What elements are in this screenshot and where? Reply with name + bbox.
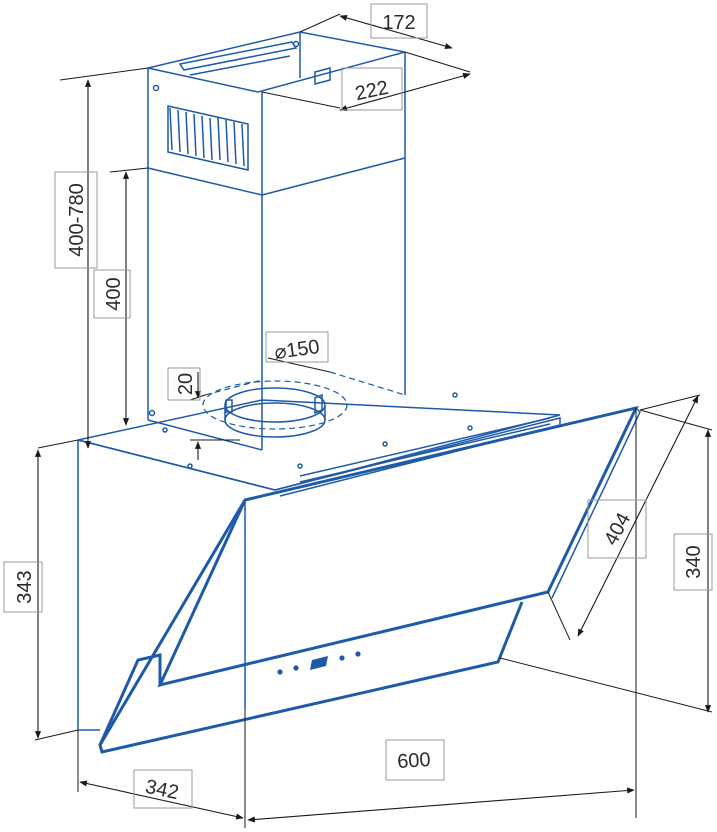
label-chimney-depth: 172 xyxy=(370,3,428,39)
dim-text: ⌀150 xyxy=(273,336,321,364)
dimension-lines xyxy=(34,13,713,828)
control-panel xyxy=(277,651,361,675)
hood-outline xyxy=(77,31,641,754)
dim-text: 340 xyxy=(683,545,705,578)
label-total-height: 400-780 xyxy=(54,171,98,269)
control-display xyxy=(310,656,328,670)
hood-top-plate xyxy=(77,392,561,497)
dimension-labels: 172 222 400-780 400 ⌀150 20 343 xyxy=(3,3,713,809)
control-button xyxy=(293,665,299,671)
dim-text: 342 xyxy=(143,776,180,804)
dim-text: 343 xyxy=(14,570,36,603)
dim-text: 400 xyxy=(103,277,125,310)
lower-chimney xyxy=(147,158,406,451)
label-glass-diagonal: 404 xyxy=(587,499,647,559)
label-chimney-width: 222 xyxy=(341,67,403,111)
dim-text: 172 xyxy=(382,12,415,34)
label-body-height: 343 xyxy=(3,561,43,613)
dim-text: 400-780 xyxy=(66,183,88,256)
dim-text: 20 xyxy=(175,373,197,395)
upper-chimney xyxy=(147,31,406,196)
label-glass-height: 340 xyxy=(673,533,713,591)
label-outlet-diameter: ⌀150 xyxy=(265,331,329,364)
outlet-ring xyxy=(202,371,406,438)
label-hood-width: 600 xyxy=(385,739,445,781)
label-hood-depth: 342 xyxy=(133,769,193,809)
label-chimney-height: 400 xyxy=(93,269,131,319)
dim-text: 222 xyxy=(353,77,390,105)
hood-body xyxy=(77,439,276,731)
label-outlet-offset: 20 xyxy=(167,367,201,401)
control-button xyxy=(355,651,361,657)
control-button xyxy=(339,655,345,661)
control-button xyxy=(277,669,283,675)
dim-text: 600 xyxy=(397,749,432,773)
dim-text: 404 xyxy=(600,509,635,549)
